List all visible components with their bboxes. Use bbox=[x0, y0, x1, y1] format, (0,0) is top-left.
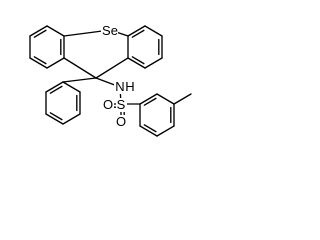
bond-r3-r4 bbox=[144, 57, 163, 69]
bond-t4-t5 bbox=[156, 125, 175, 137]
atom-label-o-bottom: O bbox=[116, 114, 126, 129]
molecule-drawing: Se N H S O O bbox=[29, 23, 192, 137]
bond-p3-p4 bbox=[45, 113, 64, 125]
bond-l2-l3 bbox=[46, 25, 65, 37]
bond-inner-t1-t2 bbox=[143, 97, 157, 106]
bond-t1-t2 bbox=[139, 93, 158, 105]
bond-inner-l1-l2 bbox=[33, 29, 47, 38]
bond-c9-p6 bbox=[62, 77, 97, 83]
bond-r4-r5 bbox=[127, 57, 146, 69]
structure-diagram: Se N H S O O bbox=[0, 0, 235, 153]
bond-l4-l5 bbox=[46, 57, 65, 69]
bond-l4-c9 bbox=[63, 57, 97, 79]
bond-p2-p3 bbox=[62, 113, 81, 125]
atom-label-h: H bbox=[125, 79, 134, 94]
bond-layer bbox=[29, 25, 192, 137]
bond-r6-r1 bbox=[127, 25, 146, 37]
bond-t5-t6 bbox=[139, 125, 158, 137]
bond-inner-r4-r5 bbox=[131, 56, 145, 65]
atom-label-o-left: O bbox=[103, 97, 113, 112]
n-label-bg bbox=[114, 80, 125, 94]
bond-t2-t3 bbox=[156, 93, 175, 105]
h-label-bg bbox=[125, 80, 136, 94]
atom-label-s: S bbox=[117, 97, 126, 112]
atom-label-layer: Se N H S O O bbox=[101, 23, 136, 129]
bond-inner-r6-r1 bbox=[131, 29, 145, 38]
o1-label-bg bbox=[102, 98, 114, 112]
bond-inner-t5-t6 bbox=[143, 124, 157, 133]
bond-inner-p3-p4 bbox=[49, 112, 63, 121]
bond-p6-p1 bbox=[62, 81, 81, 93]
s-label-bg bbox=[116, 98, 127, 112]
atom-label-n: N bbox=[115, 79, 124, 94]
o2-label-bg bbox=[115, 115, 127, 129]
bond-inner-p5-p6 bbox=[49, 85, 63, 94]
se-label-bg bbox=[101, 23, 118, 38]
bond-c9-r5 bbox=[95, 57, 129, 79]
bond-r1-r2 bbox=[144, 25, 163, 37]
bond-inner-l5-l6 bbox=[33, 56, 47, 65]
bond-l5-l6 bbox=[29, 57, 48, 69]
atom-label-se: Se bbox=[102, 23, 118, 38]
bond-l1-l2 bbox=[29, 25, 48, 37]
bond-p5-p6 bbox=[45, 81, 64, 93]
bond-t3-me bbox=[173, 93, 192, 105]
